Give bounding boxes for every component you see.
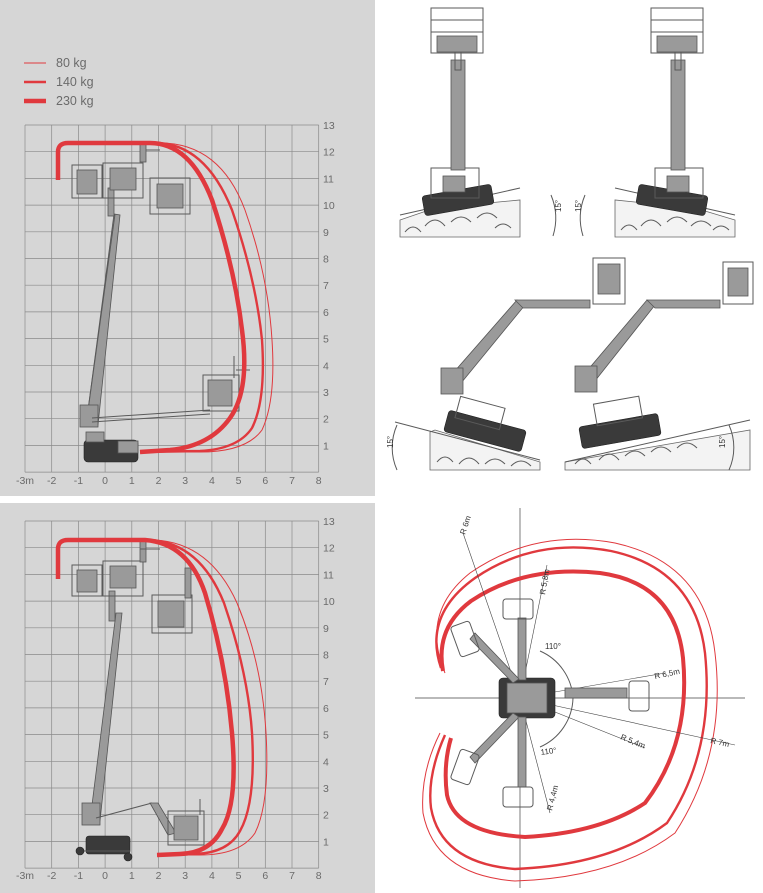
inner-reach-thick	[439, 569, 687, 840]
chart-grid	[24, 520, 320, 869]
y-tick-label: 1	[323, 440, 329, 452]
x-tick-label: 1	[129, 870, 135, 882]
slope-angle-label: 15°	[574, 200, 583, 212]
y-tick-label: 13	[323, 120, 335, 132]
y-tick-label: 3	[323, 387, 329, 399]
y-tick-label: 11	[323, 173, 334, 185]
angle-label-lower: 110°	[540, 746, 557, 757]
extended-lift-on-slope-right: 15°	[564, 261, 754, 471]
capacity-curves	[55, 140, 274, 455]
y-tick-label: 9	[323, 227, 329, 239]
lift-machine-drawing	[71, 539, 205, 862]
machine-top-view	[450, 598, 650, 808]
angle-label-upper: 110°	[545, 642, 561, 651]
x-tick-label: 4	[209, 870, 215, 882]
x-tick-label: -2	[47, 870, 56, 882]
y-tick-label: 12	[323, 147, 335, 159]
radius-label-4-4m: R 4,4m	[545, 784, 560, 812]
y-tick-label: 5	[323, 730, 329, 742]
y-tick-label: 4	[323, 360, 329, 372]
x-tick-label: 7	[289, 870, 295, 882]
y-tick-label: 6	[323, 703, 329, 715]
legend-label-80kg: 80 kg	[56, 56, 87, 70]
y-tick-label: 11	[323, 569, 334, 581]
outer-reach-thin	[422, 538, 718, 882]
slope-angle-label: 15°	[554, 200, 563, 212]
slope-compensation-drawings: 15° 15°	[375, 0, 763, 496]
chart-grid	[24, 124, 320, 473]
x-tick-label: 6	[262, 870, 268, 882]
extended-lift-on-slope-left: 15°	[386, 257, 626, 471]
y-tick-label: 1	[323, 836, 329, 848]
x-tick-label: 2	[156, 475, 162, 487]
radius-label-7m: R 7m	[710, 736, 731, 749]
y-tick-label: 13	[323, 516, 335, 528]
radius-label-6-5m: R 6,5m	[654, 667, 681, 681]
lift-machine-drawing	[71, 141, 250, 463]
y-tick-label: 10	[323, 200, 335, 212]
y-tick-label: 7	[323, 280, 329, 292]
x-tick-label: 1	[129, 475, 135, 487]
y-tick-label: 5	[323, 334, 329, 346]
vertical-lift-on-slope-right: 15°	[574, 7, 736, 238]
vertical-lift-on-slope-left: 15°	[399, 7, 563, 238]
x-tick-label: 0	[102, 475, 108, 487]
y-tick-label: 12	[323, 543, 335, 555]
x-tick-label: -3m	[16, 475, 34, 487]
radius-label-6m: R 6m	[458, 514, 473, 535]
x-tick-label: 0	[102, 870, 108, 882]
x-tick-label: 3	[182, 870, 188, 882]
y-tick-label: 3	[323, 783, 329, 795]
x-tick-label: 7	[289, 475, 295, 487]
x-tick-label: 5	[236, 870, 242, 882]
outer-reach-medium	[429, 546, 708, 871]
y-tick-label: 10	[323, 596, 335, 608]
capacity-curves	[55, 537, 268, 858]
x-tick-label: 5	[236, 475, 242, 487]
y-tick-label: 2	[323, 414, 329, 426]
radius-label-5-4m: R 5,4m	[619, 733, 647, 751]
x-tick-label: -1	[74, 475, 83, 487]
y-tick-label: 8	[323, 650, 329, 662]
y-tick-label: 4	[323, 756, 329, 768]
y-tick-label: 7	[323, 676, 329, 688]
slope-angle-label: 15°	[386, 436, 395, 448]
x-tick-label: 2	[156, 870, 162, 882]
slope-angle-label: 15°	[718, 436, 727, 448]
top-view-reach-diagram: R 6m R 5,8m R 6,5m R 7m R 5,4m R 4,4m 11…	[375, 503, 763, 893]
x-tick-label: 8	[316, 475, 322, 487]
legend: 80 kg 140 kg 230 kg	[24, 56, 94, 108]
y-tick-label: 6	[323, 307, 329, 319]
x-tick-label: 3	[182, 475, 188, 487]
x-tick-label: -2	[47, 475, 56, 487]
y-tick-label: 9	[323, 623, 329, 635]
y-tick-label: 2	[323, 810, 329, 822]
legend-label-140kg: 140 kg	[56, 75, 94, 89]
y-tick-label: 8	[323, 254, 329, 266]
x-tick-label: 4	[209, 475, 215, 487]
x-tick-label: -3m	[16, 870, 34, 882]
x-tick-label: -1	[74, 870, 83, 882]
legend-label-230kg: 230 kg	[56, 94, 94, 108]
radius-label-5-8m: R 5,8m	[538, 568, 551, 595]
x-tick-label: 8	[316, 870, 322, 882]
x-tick-label: 6	[262, 475, 268, 487]
curve-230kg	[55, 537, 236, 858]
curve-230kg	[55, 140, 247, 455]
